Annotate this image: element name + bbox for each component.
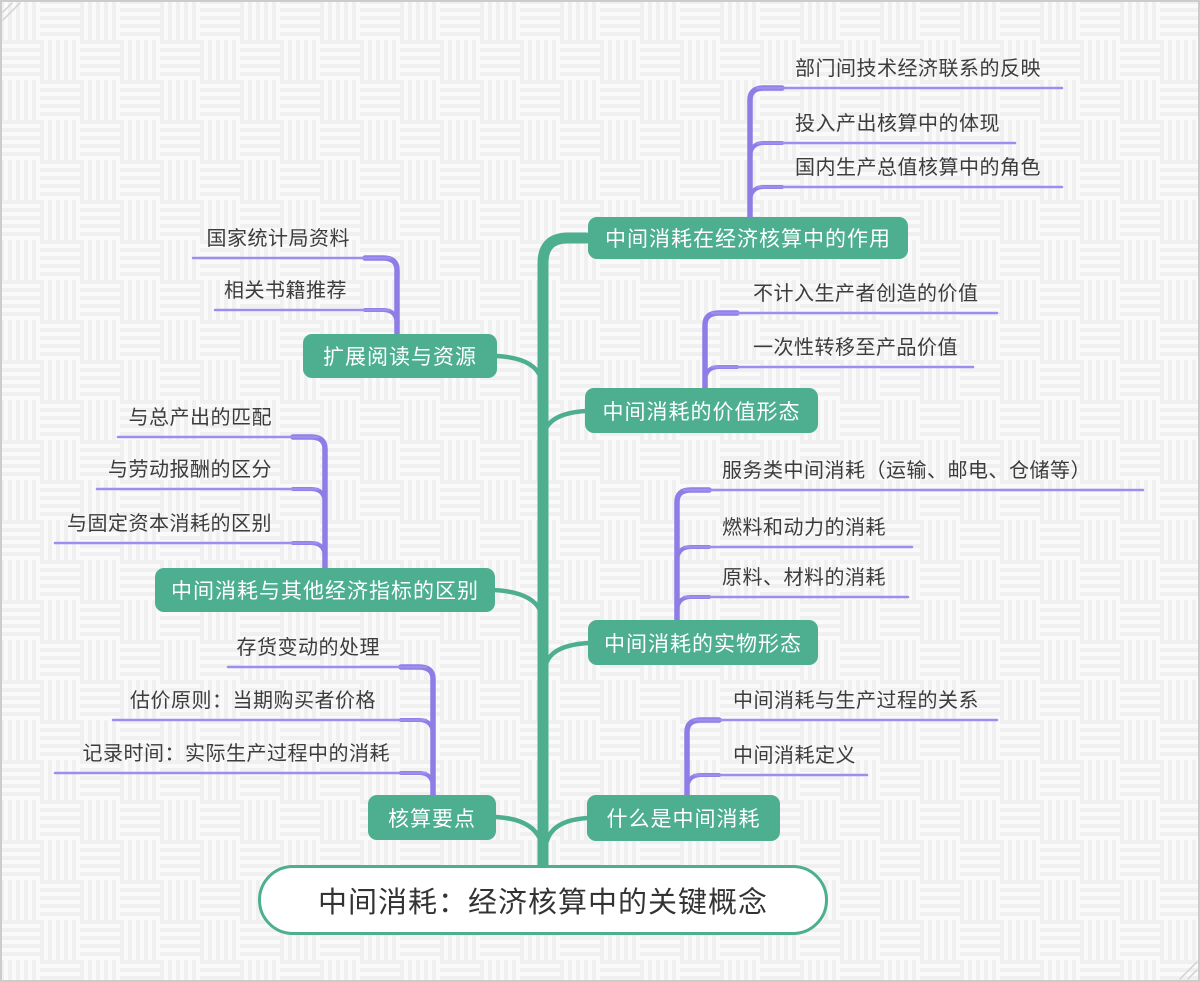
subtopic-label[interactable]: 服务类中间消耗（运输、邮电、仓储等）	[722, 460, 1091, 482]
purple-branch-elbow	[675, 595, 711, 614]
purple-branch-elbow	[685, 773, 721, 798]
subtopic-label[interactable]: 与总产出的匹配	[128, 407, 272, 429]
purple-branch	[362, 255, 400, 338]
subtopic-label[interactable]: 投入产出核算中的体现	[795, 113, 1000, 135]
subtopic-label[interactable]: 国家统计局资料	[206, 228, 350, 250]
purple-branch-elbow	[399, 718, 435, 737]
subtopic-label[interactable]: 原料、材料的消耗	[722, 567, 886, 589]
canvas-corner-mark	[1179, 961, 1198, 980]
purple-branch-elbow	[748, 185, 784, 204]
main-topic-role-in-accounting[interactable]: 中间消耗在经济核算中的作用	[588, 217, 908, 259]
subtopic-label[interactable]: 国内生产总值核算中的角色	[795, 157, 1041, 179]
subtopic-label[interactable]: 与劳动报酬的区分	[108, 459, 272, 481]
purple-branch	[684, 717, 722, 799]
purple-branch	[290, 434, 328, 572]
main-topic-physical-form[interactable]: 中间消耗的实物形态	[588, 620, 818, 665]
subtopic-label[interactable]: 与固定资本消耗的区别	[67, 513, 272, 535]
main-topic-accounting-points[interactable]: 核算要点	[368, 795, 496, 840]
green-connector	[493, 814, 543, 842]
purple-branch-elbow	[291, 541, 327, 560]
subtopic-label[interactable]: 中间消耗与生产过程的关系	[733, 690, 979, 712]
canvas-corner-mark	[2, 2, 21, 21]
green-connector	[491, 587, 543, 613]
main-topic-what-is[interactable]: 什么是中间消耗	[587, 795, 780, 841]
trunk-path	[537, 232, 592, 875]
subtopic-label[interactable]: 相关书籍推荐	[224, 280, 347, 302]
purple-branch-elbow	[291, 487, 327, 506]
subtopic-label[interactable]: 中间消耗定义	[733, 745, 856, 767]
green-connector	[541, 408, 589, 436]
green-connector	[494, 353, 544, 381]
purple-branch-elbow	[675, 545, 711, 564]
purple-branch-elbow	[399, 771, 435, 798]
purple-branch	[747, 85, 785, 221]
purple-branch-elbow	[748, 141, 784, 160]
purple-branch-elbow	[363, 308, 399, 337]
main-topic-differences[interactable]: 中间消耗与其他经济指标的区别	[155, 568, 495, 612]
subtopic-label[interactable]: 一次性转移至产品价值	[753, 337, 958, 359]
purple-branch	[702, 310, 740, 392]
subtopic-label[interactable]: 估价原则：当期购买者价格	[130, 690, 376, 712]
root-topic-node[interactable]: 中间消耗：经济核算中的关键概念	[258, 865, 828, 935]
main-topic-value-form[interactable]: 中间消耗的价值形态	[585, 388, 818, 433]
subtopic-label[interactable]: 不计入生产者创造的价值	[753, 283, 979, 305]
subtopic-label[interactable]: 存货变动的处理	[236, 637, 380, 659]
main-topic-further-reading[interactable]: 扩展阅读与资源	[303, 334, 497, 378]
purple-branch-elbow	[703, 365, 739, 391]
subtopic-label[interactable]: 记录时间：实际生产过程中的消耗	[82, 743, 390, 765]
subtopic-label[interactable]: 部门间技术经济联系的反映	[795, 58, 1041, 80]
subtopic-label[interactable]: 燃料和动力的消耗	[722, 517, 886, 539]
green-connector	[543, 640, 592, 667]
green-connector	[544, 815, 591, 844]
